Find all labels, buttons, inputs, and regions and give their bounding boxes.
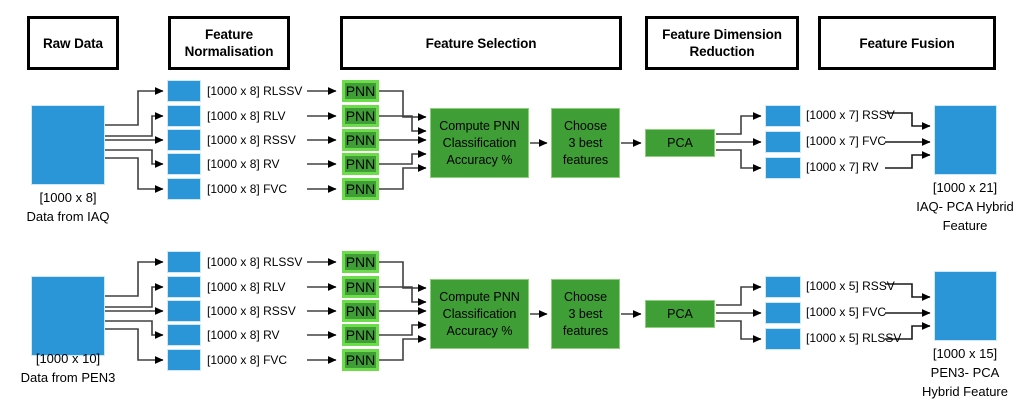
reduced-feature-box [765, 302, 801, 324]
normalised-feature-label: [1000 x 8] RV [207, 157, 280, 171]
wires-iaq-source-fanout [105, 87, 164, 193]
normalised-feature-box [167, 80, 201, 102]
normalised-feature-box [167, 276, 201, 298]
normalised-feature-box [167, 105, 201, 127]
reduced-feature-box [765, 276, 801, 298]
fusion-box-pen3 [934, 271, 997, 341]
fusion-caption-pen3-dimension: [1000 x 15] [932, 346, 998, 361]
stage-header-label: Feature Selection [425, 35, 537, 51]
normalised-feature-label: [1000 x 8] RLSSV [207, 84, 303, 98]
wires-pen3-pnn-to-compute [379, 261, 427, 361]
wires-pen3-norm-to-pnn [307, 258, 337, 364]
reduced-feature-box [765, 328, 801, 350]
reduced-feature-label: [1000 x 5] RLSSV [806, 331, 902, 345]
pnn-classifier-box: PNN [342, 324, 379, 346]
pnn-classifier-box: PNN [342, 251, 379, 273]
normalised-feature-label: [1000 x 8] FVC [207, 182, 288, 196]
wires-pen3-pca-fanout [716, 283, 762, 343]
stage-header-raw-data: Raw Data [27, 16, 119, 70]
pnn-classifier-box: PNN [342, 105, 379, 127]
normalised-feature-box [167, 129, 201, 151]
normalised-feature-label: [1000 x 8] RSSV [207, 304, 296, 318]
wires-iaq-pca-fanout [716, 112, 762, 172]
stage-header-label: Feature Fusion [859, 35, 955, 51]
reduced-feature-label: [1000 x 5] RSSV [806, 279, 895, 293]
pnn-classifier-box: PNN [342, 178, 379, 200]
reduced-feature-label: [1000 x 5] FVC [806, 305, 887, 319]
wires-iaq-norm-to-pnn [307, 87, 337, 193]
normalised-feature-label: [1000 x 8] RLSSV [207, 255, 303, 269]
reduced-feature-box [765, 105, 801, 127]
source-caption-pen3-description: Data from PEN3 [20, 370, 116, 385]
wires-iaq-pnn-to-compute [379, 90, 427, 190]
reduced-feature-box [765, 157, 801, 179]
compute-accuracy-block: Compute PNN Classification Accuracy % [430, 108, 529, 178]
wires-pen3-source-fanout [105, 258, 164, 364]
normalised-feature-label: [1000 x 8] RSSV [207, 133, 296, 147]
fusion-caption-iaq-description: IAQ- PCA Hybrid Feature [916, 199, 1014, 233]
choose-best-features-block: Choose 3 best features [551, 279, 620, 349]
pnn-classifier-box: PNN [342, 349, 379, 371]
stage-header-feature-fusion: Feature Fusion [818, 16, 996, 70]
normalised-feature-box [167, 324, 201, 346]
compute-accuracy-block: Compute PNN Classification Accuracy % [430, 279, 529, 349]
normalised-feature-box [167, 178, 201, 200]
stage-header-label: Raw Data [43, 35, 103, 51]
source-box-pen3 [31, 276, 105, 356]
normalised-feature-box [167, 153, 201, 175]
reduced-feature-label: [1000 x 7] RSSV [806, 108, 895, 122]
reduced-feature-box [765, 131, 801, 153]
source-caption-iaq-dimension: [1000 x 8] [39, 190, 97, 205]
fusion-box-iaq [934, 105, 997, 175]
normalised-feature-label: [1000 x 8] FVC [207, 353, 288, 367]
normalised-feature-label: [1000 x 8] RLV [207, 280, 286, 294]
normalised-feature-box [167, 300, 201, 322]
normalised-feature-label: [1000 x 8] RV [207, 328, 280, 342]
normalised-feature-label: [1000 x 8] RLV [207, 109, 286, 123]
reduced-feature-label: [1000 x 7] RV [806, 160, 879, 174]
source-box-iaq [31, 105, 105, 185]
normalised-feature-box [167, 349, 201, 371]
choose-best-features-block: Choose 3 best features [551, 108, 620, 178]
pnn-classifier-box: PNN [342, 276, 379, 298]
reduced-feature-label: [1000 x 7] FVC [806, 134, 887, 148]
fusion-caption-pen3-description: PEN3- PCA Hybrid Feature [922, 365, 1008, 399]
pnn-classifier-box: PNN [342, 153, 379, 175]
stage-header-feature-selection: Feature Selection [340, 16, 622, 70]
source-caption-pen3-dimension: [1000 x 10] [35, 351, 101, 366]
source-caption-iaq-description: Data from IAQ [26, 209, 110, 224]
pnn-classifier-box: PNN [342, 300, 379, 322]
pca-block: PCA [645, 129, 715, 157]
pnn-classifier-box: PNN [342, 129, 379, 151]
normalised-feature-box [167, 251, 201, 273]
pca-block: PCA [645, 300, 715, 328]
fusion-caption-iaq-dimension: [1000 x 21] [932, 180, 998, 195]
pnn-classifier-box: PNN [342, 80, 379, 102]
